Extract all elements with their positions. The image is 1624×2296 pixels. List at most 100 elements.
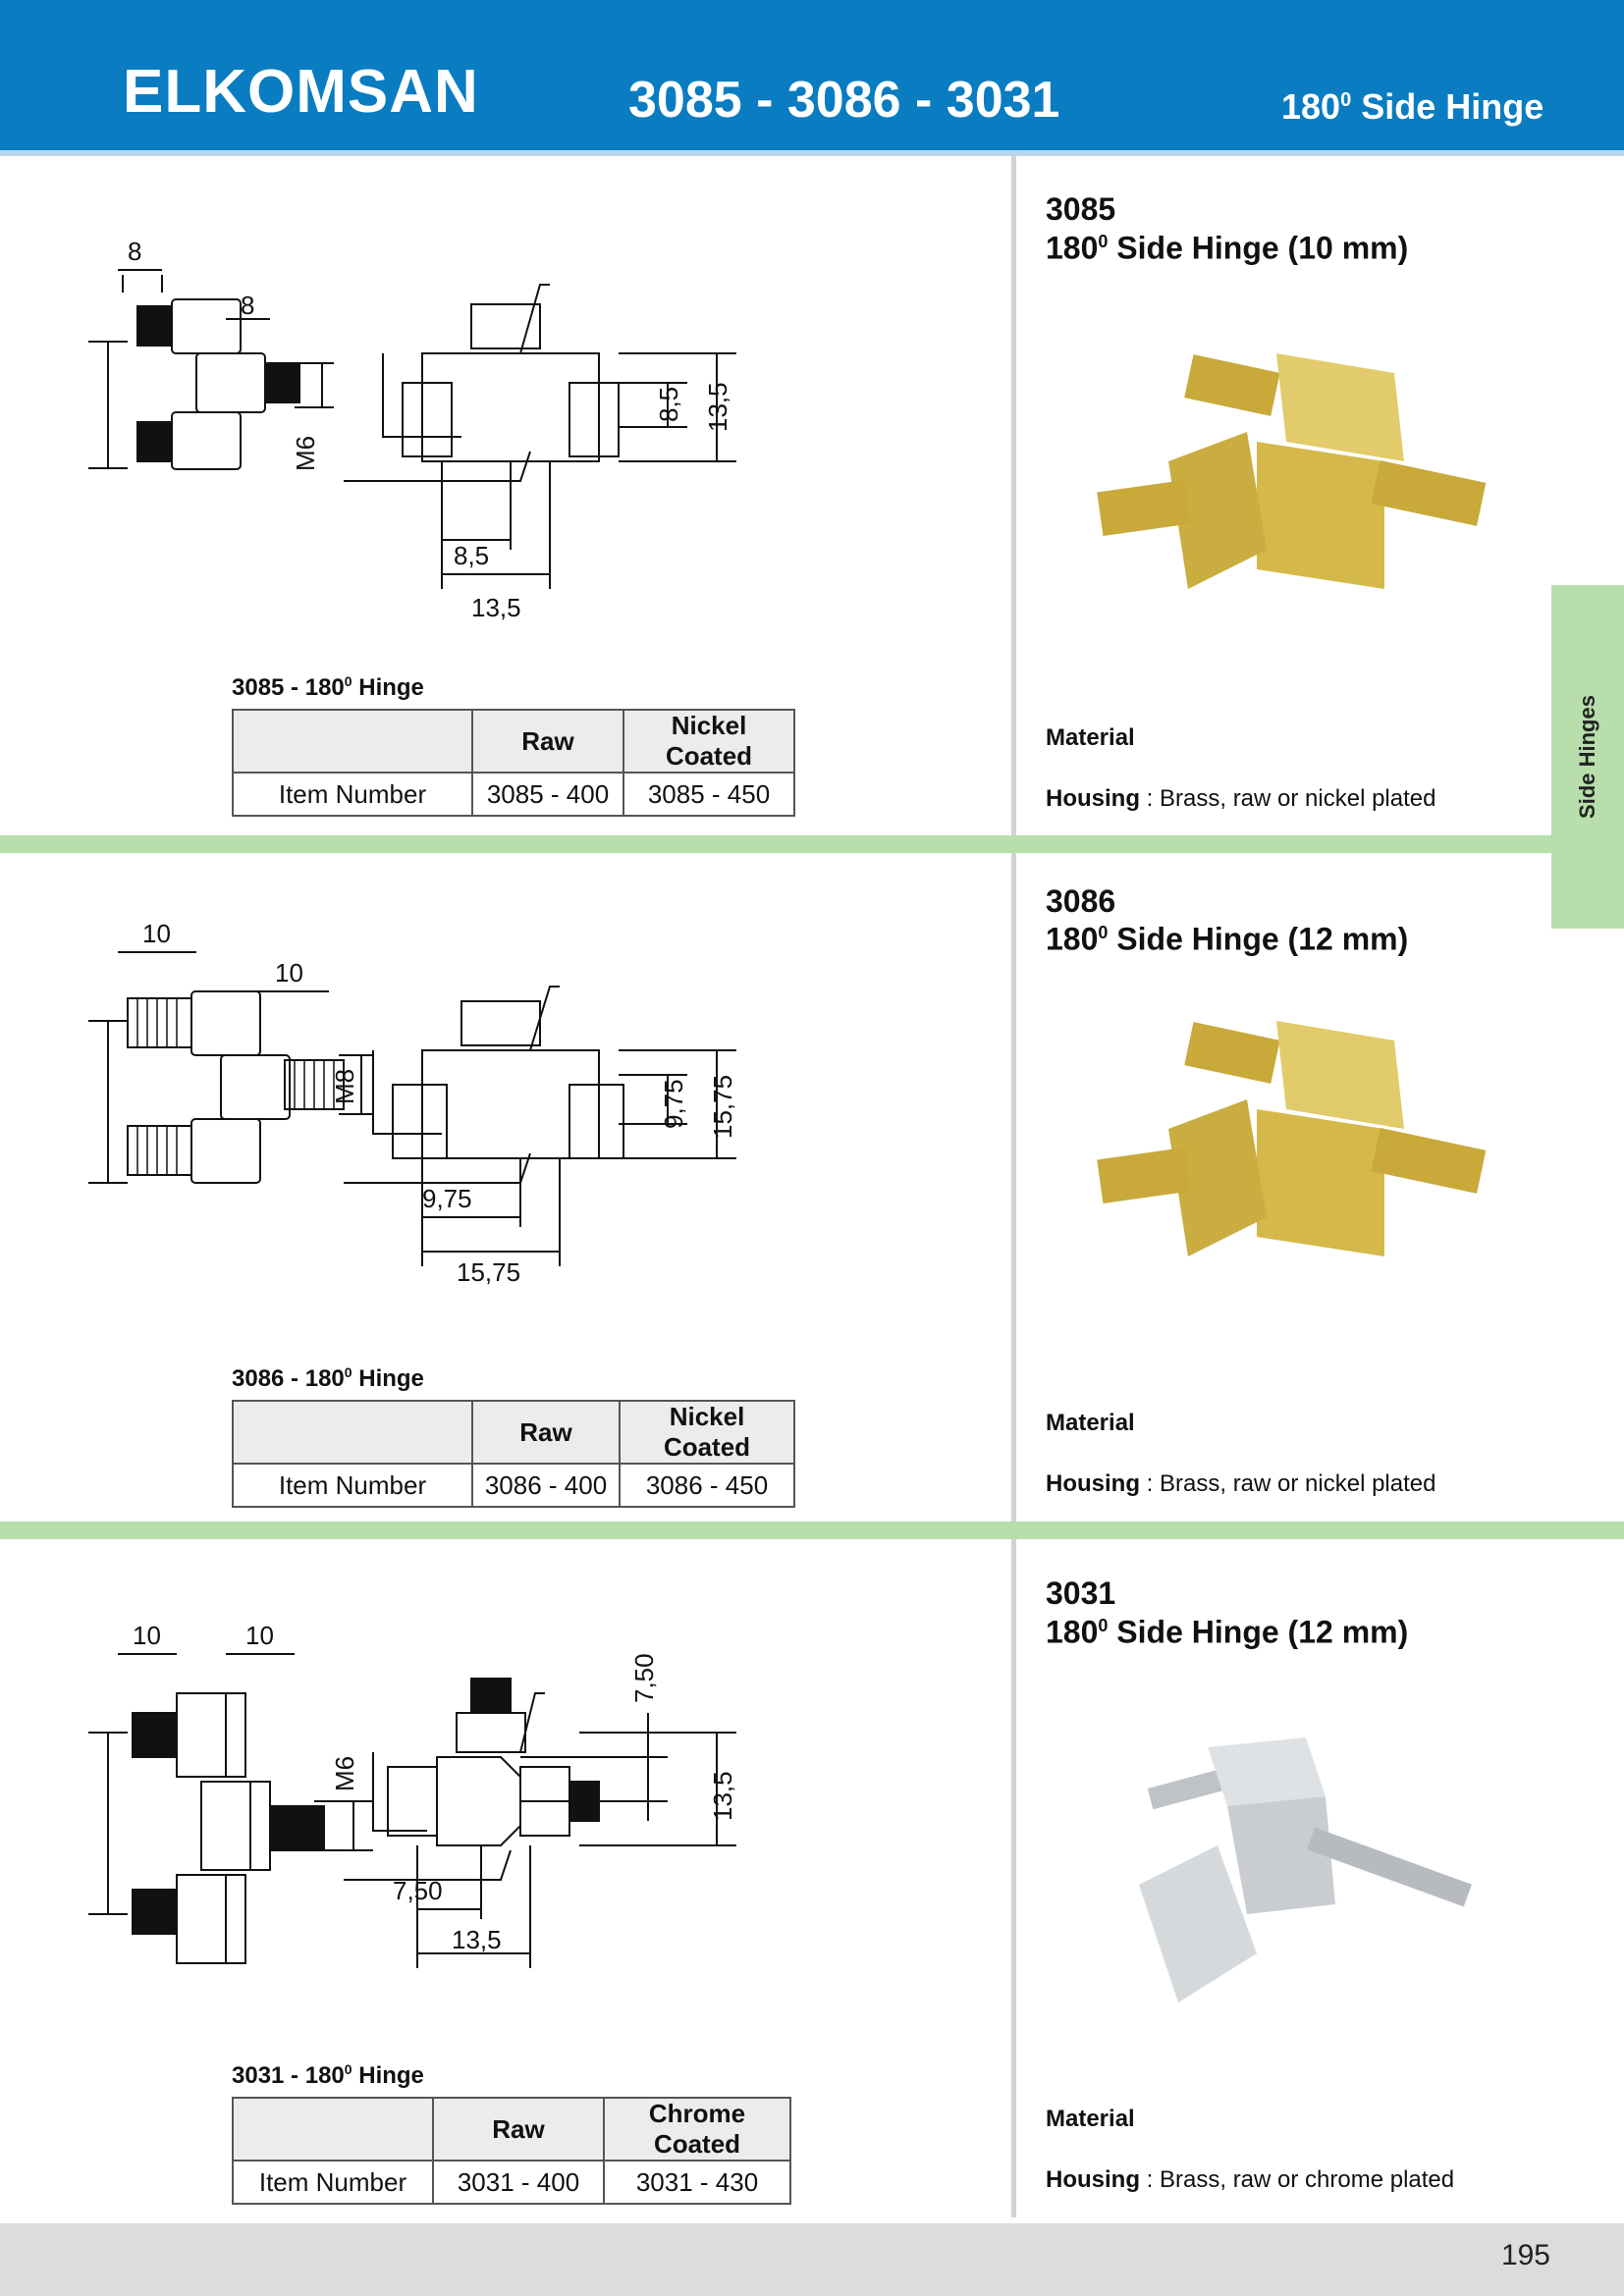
item-number-table: Raw Chrome Coated Item Number 3031 - 400… [232,2097,791,2205]
brand-name: ELKOMSAN [123,58,479,126]
housing-value: : Brass, raw or nickel plated [1140,1470,1436,1497]
dim-label: M6 [291,436,320,471]
dim-label: M6 [330,1756,359,1791]
column-divider [1011,156,1016,2217]
section-band-1 [0,835,1624,853]
table-header-cell: Nickel Coated [619,1400,795,1465]
table-row: Item Number 3086 - 400 3086 - 450 [232,1463,795,1508]
material-label: Material [1046,2106,1135,2132]
product-name-prefix: 180 [1046,230,1099,266]
table-title: 3031 - 1800 Hinge [232,2061,424,2090]
item-number-table: Raw Nickel Coated Item Number 3085 - 400… [232,709,795,817]
product-name-suffix: Side Hinge (10 mm) [1108,230,1409,266]
dim-label: 15,75 [708,1075,737,1139]
housing-info: Housing : Brass, raw or nickel plated [1046,785,1435,813]
table-cell: 3031 - 430 [603,2160,791,2205]
housing-info: Housing : Brass, raw or nickel plated [1046,1470,1435,1498]
technical-drawing: 8 8 20 M6 8,5 13,5 8,5 13,5 [88,237,736,622]
table-row: Item Number 3031 - 400 3031 - 430 [232,2160,791,2205]
product-name-suffix: Side Hinge (12 mm) [1108,921,1409,957]
table-header-row: Raw Nickel Coated [232,1400,795,1465]
table-cell: 3085 - 400 [471,772,624,817]
housing-info: Housing : Brass, raw or chrome plated [1046,2166,1454,2194]
table-title-suffix: Hinge [352,2062,424,2089]
dim-label: 8 [128,237,141,266]
product-name: 1800 Side Hinge (10 mm) [1046,224,1408,266]
table-row-label: Item Number [232,2160,434,2205]
table-title-prefix: 3085 - 180 [232,674,345,701]
table-header-row: Raw Nickel Coated [232,709,795,774]
section-band-2 [0,1522,1624,1539]
table-header-cell: Nickel Coated [623,709,795,774]
dim-label: 13,5 [708,1771,737,1821]
dim-label: 8 [241,291,254,320]
page-footer: 195 [0,2223,1624,2296]
product-code: 3086 [1046,883,1116,919]
technical-drawing: 10 10 24 M8 9,75 15,75 9,75 15,75 [88,919,737,1287]
table-title-prefix: 3086 - 180 [232,1365,345,1392]
dim-label: 13,5 [452,1925,502,1954]
table-title-suffix: Hinge [352,674,424,701]
product-code: 3085 [1046,191,1116,227]
material-label: Material [1046,724,1135,751]
side-tab[interactable]: Side Hinges [1551,585,1624,929]
table-header-cell: Chrome Coated [603,2097,791,2162]
product-name-prefix: 180 [1046,1614,1099,1650]
product-code: 3031 [1046,1575,1116,1611]
dim-label: 8,5 [454,541,489,570]
housing-label: Housing [1046,785,1140,812]
header-title-suffix: Side Hinge [1351,86,1544,127]
table-title-prefix: 3031 - 180 [232,2062,345,2089]
table-title-sup: 0 [344,673,352,689]
side-tab-label: Side Hinges [1575,695,1599,819]
product-name: 1800 Side Hinge (12 mm) [1046,1608,1408,1650]
table-header-cell: Raw [432,2097,605,2162]
header-title: 1800 Side Hinge [1281,86,1543,128]
product-name-sup: 0 [1098,1616,1109,1635]
material-label: Material [1046,1410,1135,1436]
table-header-blank [232,709,473,774]
table-header-blank [232,1400,473,1465]
table-row-label: Item Number [232,772,473,817]
housing-value: : Brass, raw or chrome plated [1140,2166,1455,2193]
table-cell: 3086 - 400 [471,1463,621,1508]
table-header-cell: Raw [471,709,624,774]
dim-label: 7,50 [393,1876,443,1905]
table-row-label: Item Number [232,1463,473,1508]
table-row: Item Number 3085 - 400 3085 - 450 [232,772,795,817]
product-name-sup: 0 [1098,923,1109,942]
table-cell: 3031 - 400 [432,2160,605,2205]
table-header-cell: Raw [471,1400,621,1465]
table-title-suffix: Hinge [352,1365,424,1392]
table-header-row: Raw Chrome Coated [232,2097,791,2162]
product-name-sup: 0 [1098,232,1109,251]
product-name-suffix: Side Hinge (12 mm) [1108,1614,1409,1650]
dim-label: 10 [275,958,303,988]
dim-label: 9,75 [422,1184,472,1213]
product-photo [1097,353,1487,589]
dim-label: 9,75 [659,1079,688,1129]
page-header: ELKOMSAN 3085 - 3086 - 3031 1800 Side Hi… [0,0,1624,150]
housing-value: : Brass, raw or nickel plated [1140,785,1436,812]
housing-label: Housing [1046,2166,1140,2193]
product-photo [1097,1021,1487,1256]
dim-label: 15,75 [457,1257,520,1287]
header-title-prefix: 180 [1281,86,1341,127]
dim-label: 7,50 [629,1653,659,1703]
product-name: 1800 Side Hinge (12 mm) [1046,915,1408,957]
product-codes: 3085 - 3086 - 3031 [628,72,1060,129]
page-number: 195 [1500,2239,1550,2271]
table-title-sup: 0 [344,1364,352,1380]
item-number-table: Raw Nickel Coated Item Number 3086 - 400… [232,1400,795,1508]
dim-label: 10 [133,1621,161,1650]
dim-label: 10 [142,919,171,948]
technical-drawing: 10 10 27 M6 7,50 13,5 7,50 13,5 [88,1621,737,1968]
product-name-prefix: 180 [1046,921,1099,957]
table-title: 3085 - 1800 Hinge [232,673,424,702]
header-underline [0,150,1624,156]
housing-label: Housing [1046,1470,1140,1497]
dim-label: 8,5 [654,387,683,422]
dim-label: M8 [330,1069,359,1104]
dim-label: 13,5 [703,382,732,432]
table-title-sup: 0 [344,2061,352,2077]
